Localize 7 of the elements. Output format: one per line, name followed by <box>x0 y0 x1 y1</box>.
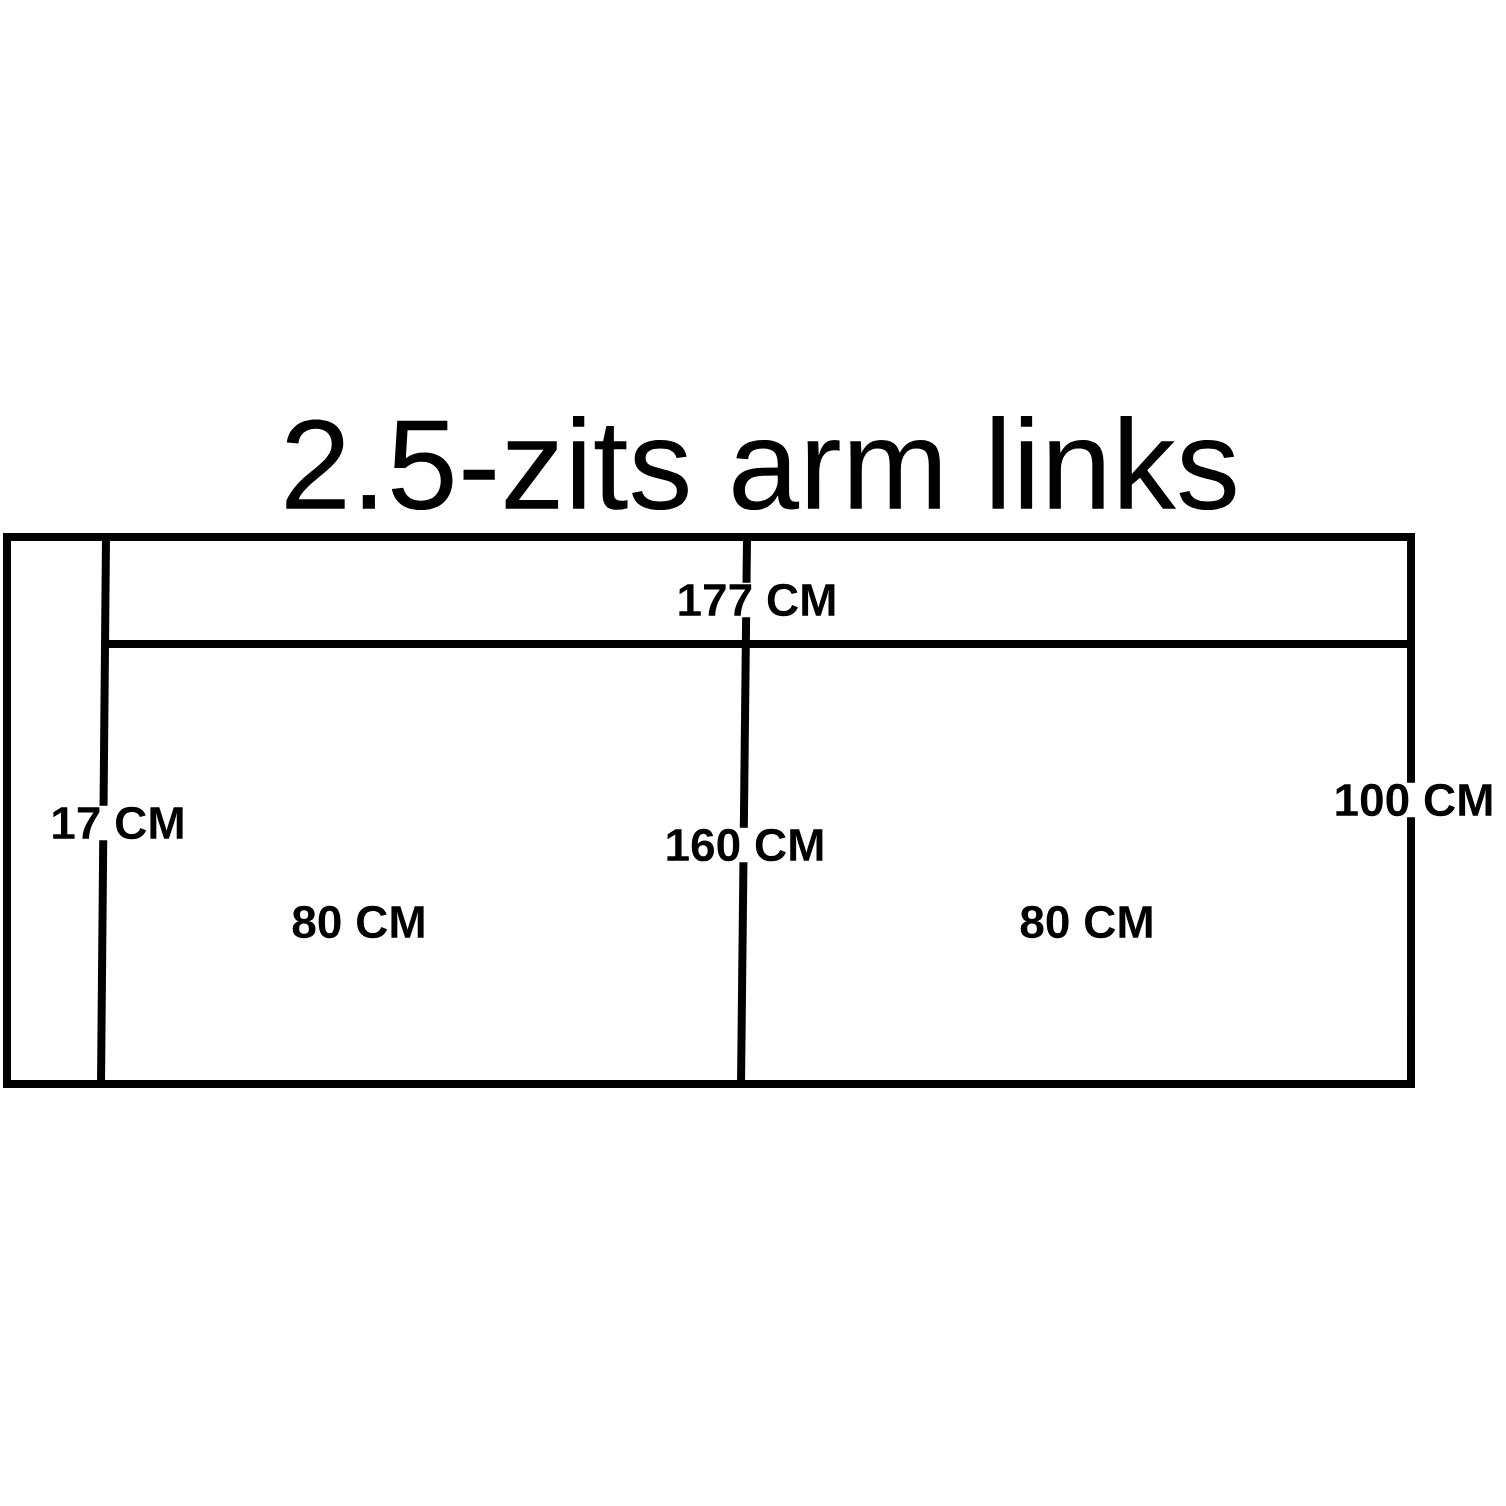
title: 2.5-zits arm links <box>286 416 1236 510</box>
dimension-label: 80 CM <box>1018 904 1156 940</box>
dimension-label: 177 CM <box>675 582 839 618</box>
dimension-label: 100 CM <box>1332 782 1496 818</box>
dimension-label: 160 CM <box>663 827 827 863</box>
dimension-label: 80 CM <box>290 904 428 940</box>
dimension-label: 17 CM <box>49 805 187 841</box>
